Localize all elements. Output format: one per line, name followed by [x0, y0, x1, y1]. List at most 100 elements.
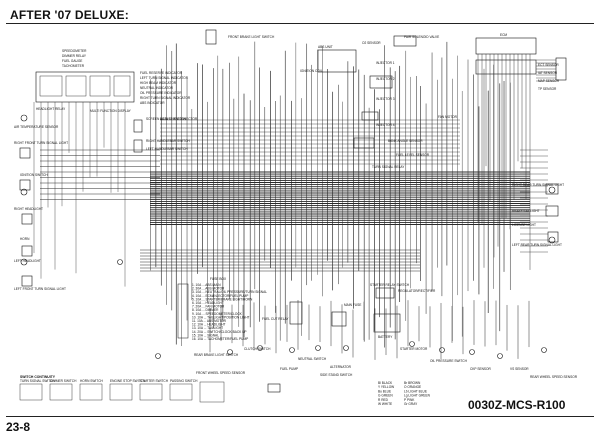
fuse-entry: 8. 10A ... DIMMER [192, 308, 219, 312]
label-left-front-turn-signal: LEFT FRONT TURN SIGNAL LIGHT [14, 287, 66, 291]
label-multi-function-display: MULTI FUNCTION DISPLAY [90, 109, 132, 113]
label-side-stand-switch: SIDE STAND SWITCH [320, 373, 353, 377]
label-alternator: ALTERNATOR [330, 365, 352, 369]
abs-unit-box [317, 49, 357, 73]
label-left-headlight: LEFT HEADLIGHT [14, 259, 41, 263]
label-map-sensor: MAP SENSOR [538, 79, 560, 83]
label-neutral-switch: NEUTRAL SWITCH [298, 357, 327, 361]
label-starter-switch: STARTER SWITCH [140, 379, 169, 383]
label-ckp-sensor: CKP SENSOR [470, 367, 492, 371]
label-horn-switch: HORN SWITCH [80, 379, 104, 383]
color-legend-entry: Br BROWN [404, 381, 421, 385]
fuse-entry: 3. 10A ... NEUTRAL/OIL PRESSURE/TURN SIG… [192, 290, 267, 294]
label-dimmer-switch: DIMMER SWITCH [50, 379, 77, 383]
label-oil-pressure-indicator: OIL PRESSURE INDICATOR [140, 91, 182, 95]
label-main-fuse: MAIN FUSE [344, 303, 361, 307]
label-injector-3: INJECTOR 3 [376, 97, 395, 101]
label-right-headlight: RIGHT HEADLIGHT [14, 207, 43, 211]
label-injector-4: INJECTOR 4 [376, 123, 395, 127]
color-legend-entry: Bu BLUE [378, 389, 391, 393]
label-fuel-gauge: FUEL GAUGE [62, 59, 82, 63]
fuse-entry: 12. 10A ... HEADLIGHT [192, 323, 226, 327]
fuse-entry: 7. 20A ... FAN MOTOR [192, 305, 225, 309]
fuse-entry: 4. 10A ... ECM/INJECTOR/FUEL PUMP [192, 294, 248, 298]
color-legend-entry: Lb LIGHT BLUE [404, 389, 427, 393]
label-right-turn-indicator: RIGHT TURN SIGNAL INDICATOR [140, 96, 191, 100]
label-starter-motor: STARTER MOTOR [400, 347, 428, 351]
label-o2-sensor: O2 SENSOR [362, 41, 381, 45]
page-title: AFTER '07 DELUXE: [10, 8, 129, 22]
fuse-entry: 16. 10A ... TACHOMETER/FUEL PUMP [192, 337, 248, 341]
label-ignition-coil: IGNITION COIL [300, 69, 323, 73]
fuse-entry: 10. 10A ... TAILLIGHT/POSITION LIGHT [192, 315, 250, 319]
label-ecm: ECM [500, 33, 507, 37]
label-front-brake-light-switch: FRONT BRAKE LIGHT SWITCH [228, 35, 275, 39]
label-fan-motor: FAN MOTOR [438, 115, 458, 119]
fuse-entry: 13. 10A ... TAILLIGHT [192, 326, 223, 330]
label-neutral-indicator: NEUTRAL INDICATOR [140, 86, 174, 90]
fuse-entry: 5. 10A ... STARTER/BRAKE LIGHT/HORN [192, 297, 253, 301]
label-abs-indicator: ABS INDICATOR [140, 101, 165, 105]
label-left-handlebar-switch: LEFT HANDLEBAR SWITCH [146, 147, 188, 151]
color-legend-entry: Gr GRAY [404, 402, 418, 406]
label-bank-angle-sensor: BANK ANGLE SENSOR [388, 139, 423, 143]
label-regulator-rectifier: REGULATOR/RECTIFIER [398, 289, 436, 293]
label-ect-sensor: ECT SENSOR [538, 63, 559, 67]
label-dimmer-relay: DIMMER RELAY [62, 54, 87, 58]
label-rear-brake-light-switch: REAR BRAKE LIGHT SWITCH [194, 353, 239, 357]
fuse-entry: 6. 10A ... HEADLIGHT [192, 301, 224, 305]
color-legend-entry: W WHITE [378, 402, 392, 406]
label-left-rear-turn-signal: LEFT REAR TURN SIGNAL LIGHT [512, 243, 562, 247]
label-injector-1: INJECTOR 1 [376, 61, 395, 65]
label-tp-sensor: TP SENSOR [538, 87, 557, 91]
color-legend-entry: O ORANGE [404, 385, 421, 389]
label-high-beam-indicator: HIGH BEAM INDICATOR [140, 81, 177, 85]
title-rule [6, 23, 594, 24]
label-battery: BATTERY [378, 335, 393, 339]
label-passing-switch: PASSING SWITCH [170, 379, 198, 383]
part-code: 0030Z-MCS-R100 [468, 398, 566, 412]
fuse-entry: 11. 10A ... ABS MOTOR [192, 319, 227, 323]
label-fuel-pump: FUEL PUMP [280, 367, 298, 371]
color-legend-entry: Y YELLOW [378, 385, 394, 389]
label-rear-wheel-speed-sensor: REAR WHEEL SPEED SENSOR [530, 375, 578, 379]
label-screen-adjust-switch: SCREEN ADJUST SWITCH [146, 117, 186, 121]
label-fuel-reserve-indicator: FUEL RESERVE INDICATOR [140, 71, 183, 75]
color-legend-entry: R RED [378, 398, 389, 402]
label-clutch-switch: CLUTCH SWITCH [244, 347, 271, 351]
label-license-light: LICENSE LIGHT [512, 223, 536, 227]
label-left-turn-indicator: LEFT TURN SIGNAL INDICATOR [140, 76, 189, 80]
label-horn: HORN [20, 237, 30, 241]
color-legend-entry: Lg LIGHT GREEN [404, 394, 431, 398]
label-starter-relay: STARTER RELAY SWITCH [370, 283, 410, 287]
fuse-box-outline [177, 283, 189, 339]
label-iat-sensor: IAT SENSOR [538, 71, 558, 75]
page-number: 23-8 [6, 420, 31, 434]
label-ignition-switch: IGNITION SWITCH [20, 173, 48, 177]
wiring-harness [33, 41, 556, 360]
label-turn-signal-switch: TURN SIGNAL SWITCH [20, 379, 55, 383]
fuse-entry: 14. 20A ... SWITCH/CLOCK BACK UP [192, 330, 247, 334]
label-fuel-cut-relay: FUEL CUT RELAY [262, 317, 289, 321]
label-headlight-relay: HEADLIGHT RELAY [36, 107, 66, 111]
label-data-link-connector: DATA LINK CONNECTOR [160, 117, 198, 121]
label-tail-brake-light: BRAKE/TAILLIGHT [512, 209, 540, 213]
meter-cluster-box [35, 71, 135, 103]
bottom-rule [6, 416, 594, 417]
label-tachometer: TACHOMETER [62, 64, 85, 68]
label-right-handlebar-switch: RIGHT HANDLEBAR SWITCH [146, 139, 190, 143]
label-fuse-box: FUSE BOX [210, 277, 227, 281]
label-vs-sensor: VS SENSOR [510, 367, 529, 371]
label-fuel-level-sensor: FUEL LEVEL SENSOR [396, 153, 430, 157]
color-legend-entry: G GREEN [378, 394, 393, 398]
fuse-entry: 9. 10A ... SPEEDOMETER/CLOCK [192, 312, 243, 316]
label-front-wheel-speed-sensor: FRONT WHEEL SPEED SENSOR [196, 371, 246, 375]
label-turn-signal-relay: TURN SIGNAL RELAY [372, 165, 405, 169]
color-legend-entry: Bl BLACK [378, 381, 393, 385]
fuse-entry: 1. 10A ... ABS MAIN [192, 283, 221, 287]
label-injector-2: INJECTOR 2 [376, 77, 395, 81]
label-right-rear-turn-signal: RIGHT REAR TURN SIGNAL LIGHT [512, 183, 564, 187]
label-switch-continuity: SWITCH CONTINUITY [20, 375, 56, 379]
